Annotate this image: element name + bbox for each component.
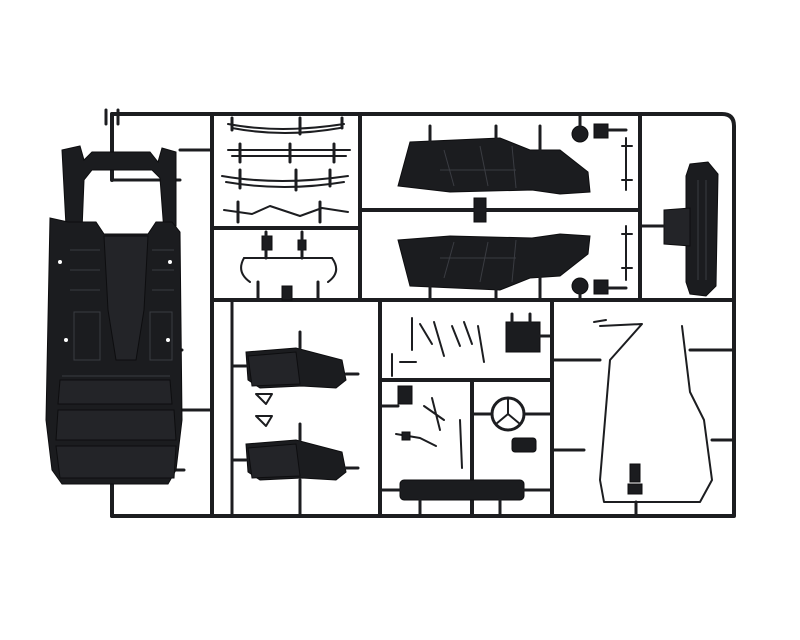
small-parts [571,112,633,302]
hub-part [468,197,492,223]
seats [230,298,360,518]
front-axle [240,230,338,302]
left-fender [397,124,591,195]
running-board [378,479,554,518]
spare-wheel [638,161,719,297]
windshield-frame [550,319,736,518]
steering-wheel [470,396,554,432]
right-fender [397,233,591,302]
small-parts-center [378,312,554,469]
chassis-floor-pan [45,145,183,485]
leaf-springs [221,116,351,224]
